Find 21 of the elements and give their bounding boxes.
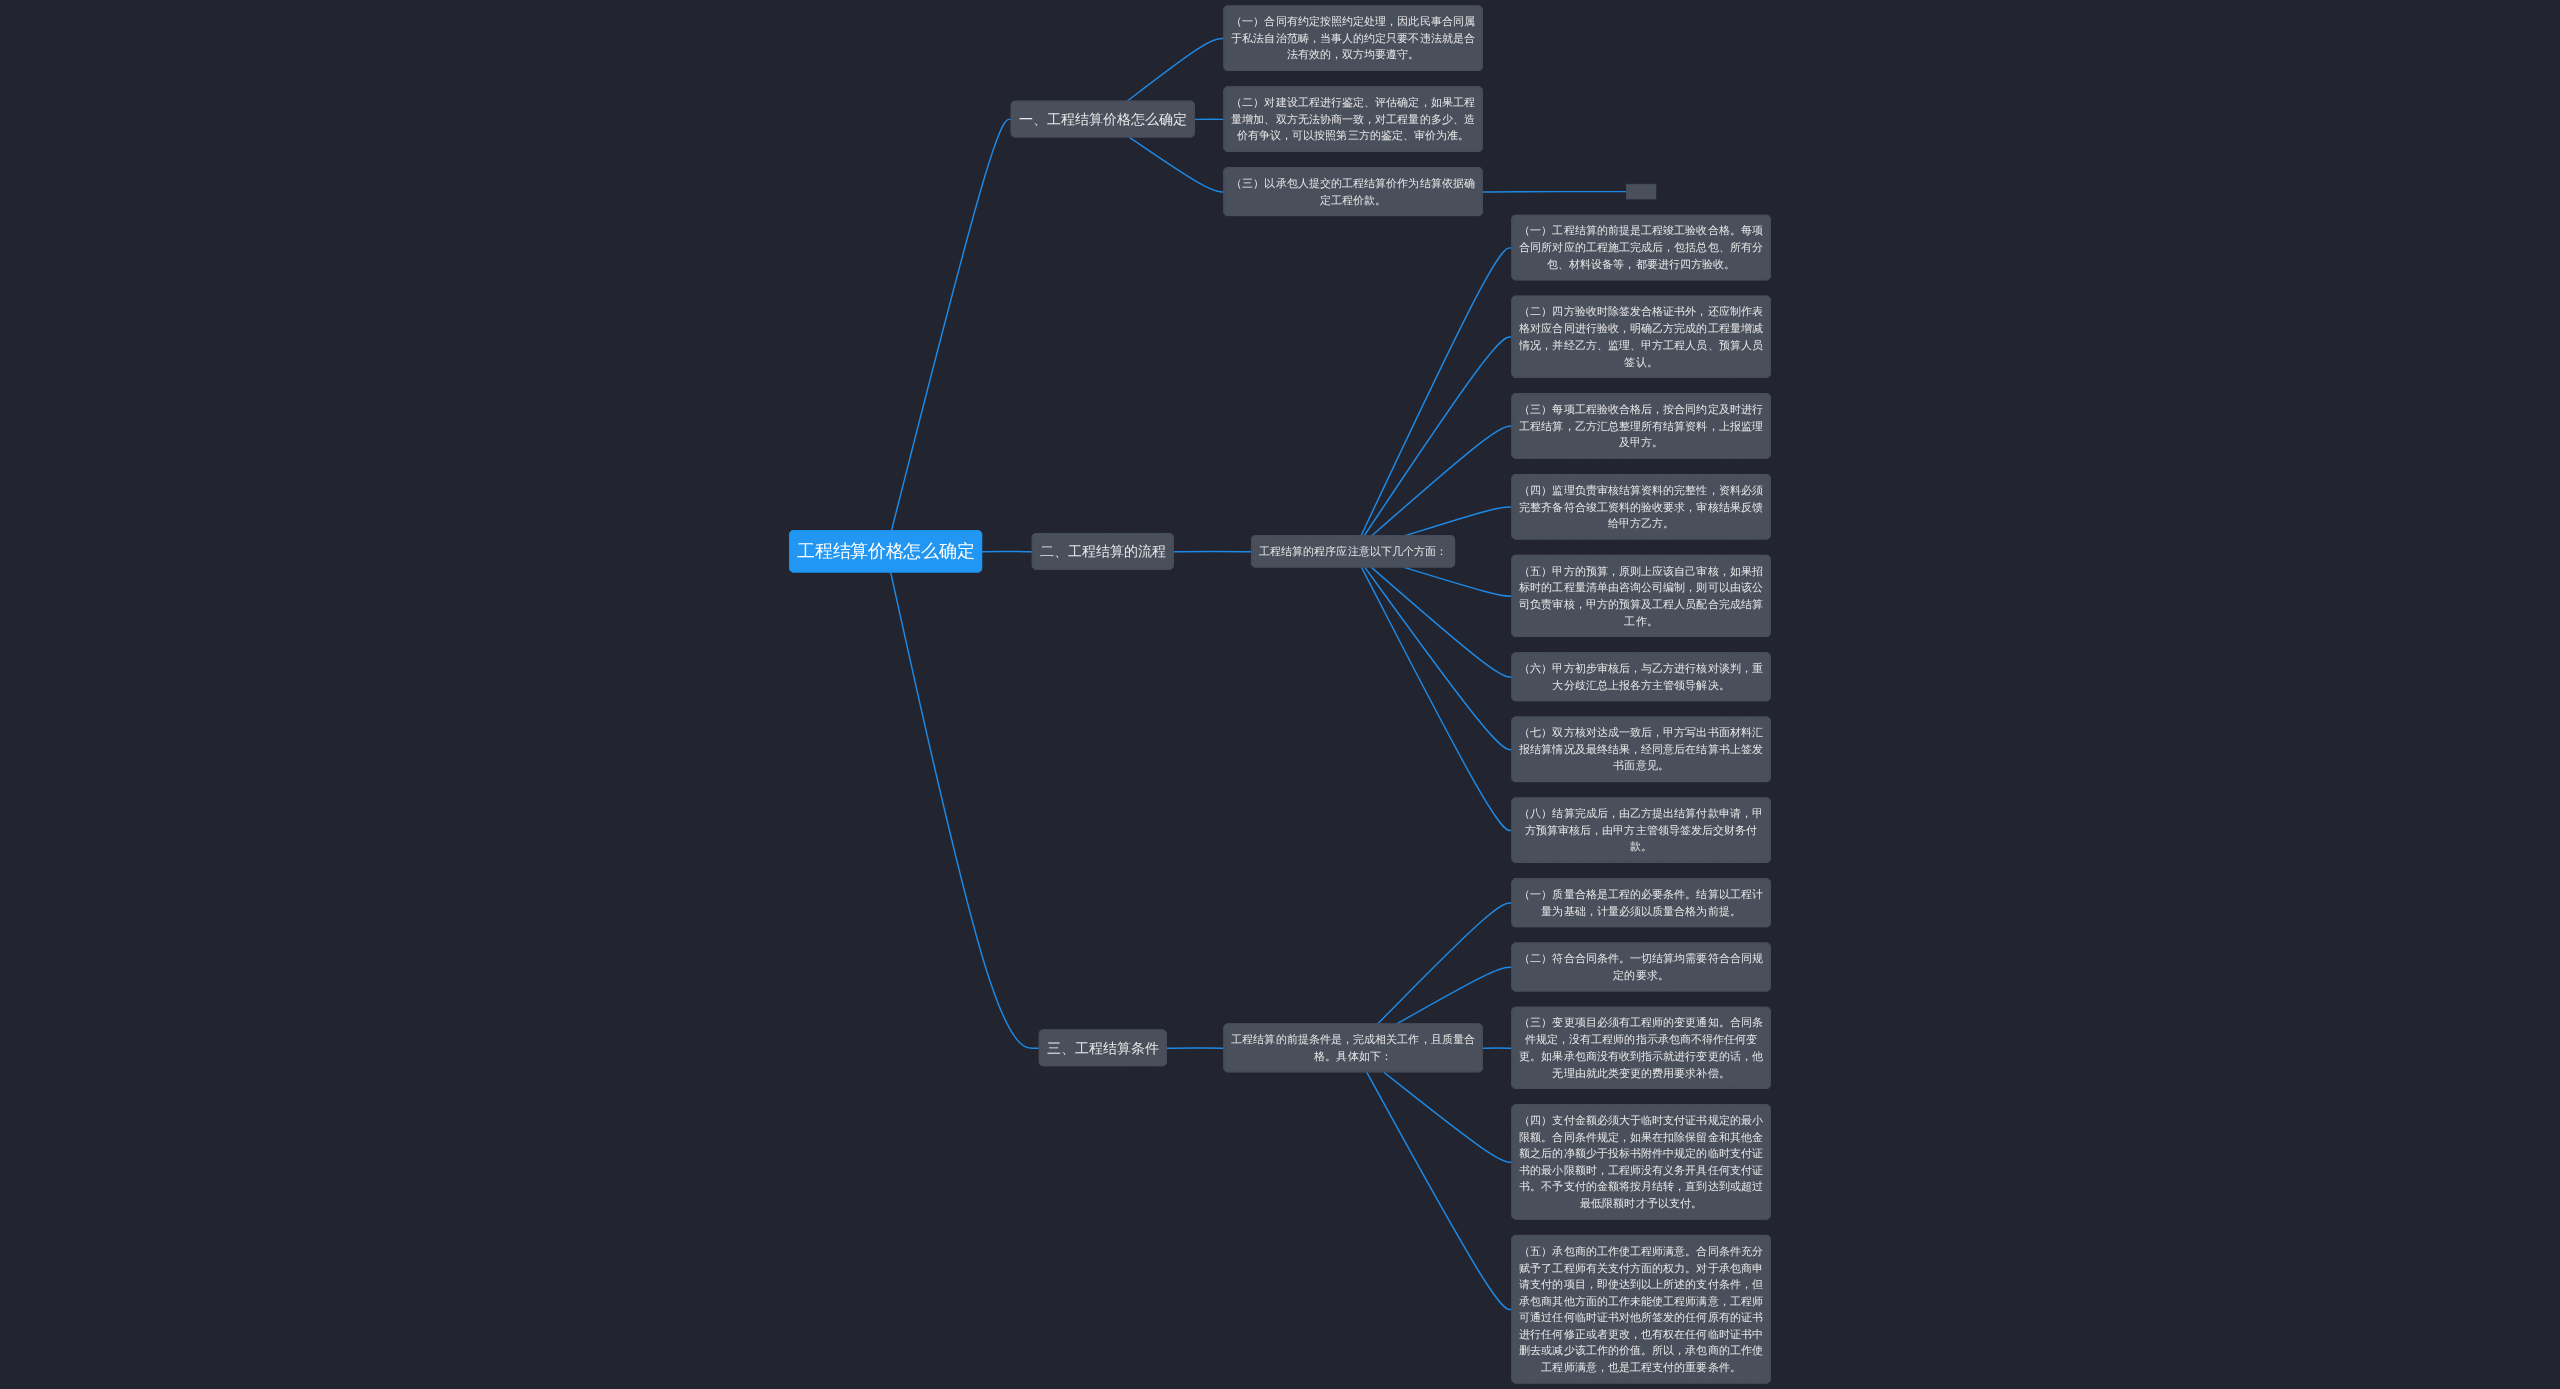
connector (1172, 550, 1253, 553)
connector (889, 571, 1041, 1049)
connector (1363, 336, 1513, 537)
node-box (1625, 183, 1657, 200)
connector (981, 550, 1034, 553)
connector (1395, 966, 1513, 1025)
connector (1360, 566, 1513, 832)
connector (1365, 1071, 1513, 1311)
connector (1128, 136, 1225, 193)
connector (1370, 425, 1513, 537)
connector (1481, 190, 1628, 193)
connector (1370, 566, 1513, 678)
connector (1481, 1047, 1513, 1049)
connector (1383, 1071, 1513, 1164)
connector (1125, 37, 1225, 103)
connector (1376, 902, 1513, 1025)
connector (1165, 1047, 1225, 1049)
connector (890, 118, 1013, 532)
connector (1364, 566, 1513, 751)
connector (1193, 118, 1225, 121)
connector (1360, 247, 1513, 537)
